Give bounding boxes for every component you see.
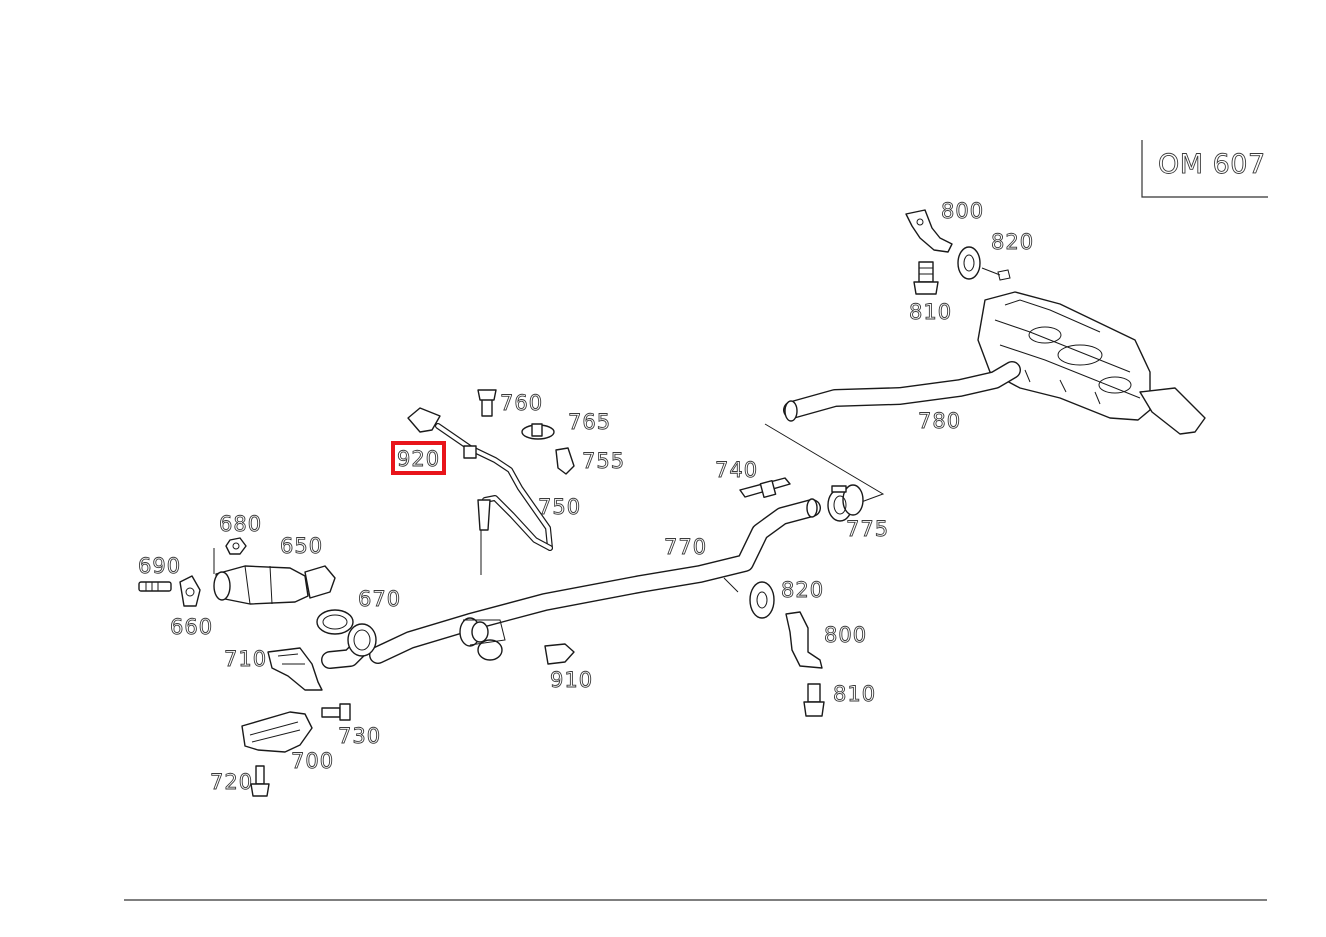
bolt-810-front[interactable] [803,683,825,717]
callout-920[interactable]: 920 [397,447,440,472]
catalytic-converter-650[interactable] [213,565,336,605]
nut-680[interactable] [213,537,247,574]
callout-810-rear[interactable]: 810 [909,300,952,325]
bolt-720[interactable] [250,765,270,797]
clip-755[interactable] [555,447,575,475]
heat-shield-910[interactable] [544,643,575,665]
callout-820-rear[interactable]: 820 [991,230,1034,255]
callout-730[interactable]: 730 [338,724,381,749]
gasket-660[interactable] [179,575,201,607]
callout-755[interactable]: 755 [582,449,625,474]
rubber-mount-820-front[interactable] [749,581,775,619]
engine-code-box: OM 607 [1141,140,1268,198]
callout-910[interactable]: 910 [550,668,593,693]
callout-720[interactable]: 720 [210,770,253,795]
callout-780[interactable]: 780 [918,409,961,434]
screw-760[interactable] [477,389,497,417]
bracket-800-front[interactable] [785,611,823,669]
callout-670[interactable]: 670 [358,587,401,612]
bracket-710[interactable] [267,647,323,691]
callout-labels: 650 660 670 680 690 700 710 720 730 740 … [138,199,1034,795]
callout-740[interactable]: 740 [715,458,758,483]
front-pipe-assembly[interactable] [321,623,377,669]
pressure-line-750[interactable] [477,495,553,575]
callout-760[interactable]: 760 [500,391,543,416]
clamp-775[interactable] [827,484,864,522]
clamp-740[interactable] [739,477,791,499]
highlight-box [391,441,446,475]
callout-650[interactable]: 650 [280,534,323,559]
bolt-810-rear[interactable] [913,261,939,295]
callout-765[interactable]: 765 [568,410,611,435]
bolt-730[interactable] [321,703,351,721]
heat-shield-700[interactable] [241,711,313,753]
callout-680[interactable]: 680 [219,512,262,537]
callout-750[interactable]: 750 [538,495,581,520]
stud-690[interactable] [138,581,172,592]
callout-800-rear[interactable]: 800 [941,199,984,224]
front-pipe-coupling[interactable] [459,617,506,661]
rear-silencer[interactable] [977,269,1206,435]
callout-820-front[interactable]: 820 [781,578,824,603]
rubber-mount-820-rear[interactable] [957,246,1001,280]
callout-660[interactable]: 660 [170,615,213,640]
callout-770[interactable]: 770 [664,535,707,560]
clamp-670[interactable] [316,609,354,635]
callout-710[interactable]: 710 [224,647,267,672]
sensor-920[interactable] [407,407,553,551]
intermediate-pipe-770[interactable] [369,498,821,664]
engine-code: OM 607 [1158,149,1266,180]
callout-690[interactable]: 690 [138,554,181,579]
callout-810-front[interactable]: 810 [833,682,876,707]
clip-765[interactable] [521,423,555,440]
callout-700[interactable]: 700 [291,749,334,774]
callout-775[interactable]: 775 [846,517,889,542]
connecting-pipe-780[interactable] [783,361,1021,422]
bracket-800-rear[interactable] [905,209,953,253]
callout-800-front[interactable]: 800 [824,623,867,648]
